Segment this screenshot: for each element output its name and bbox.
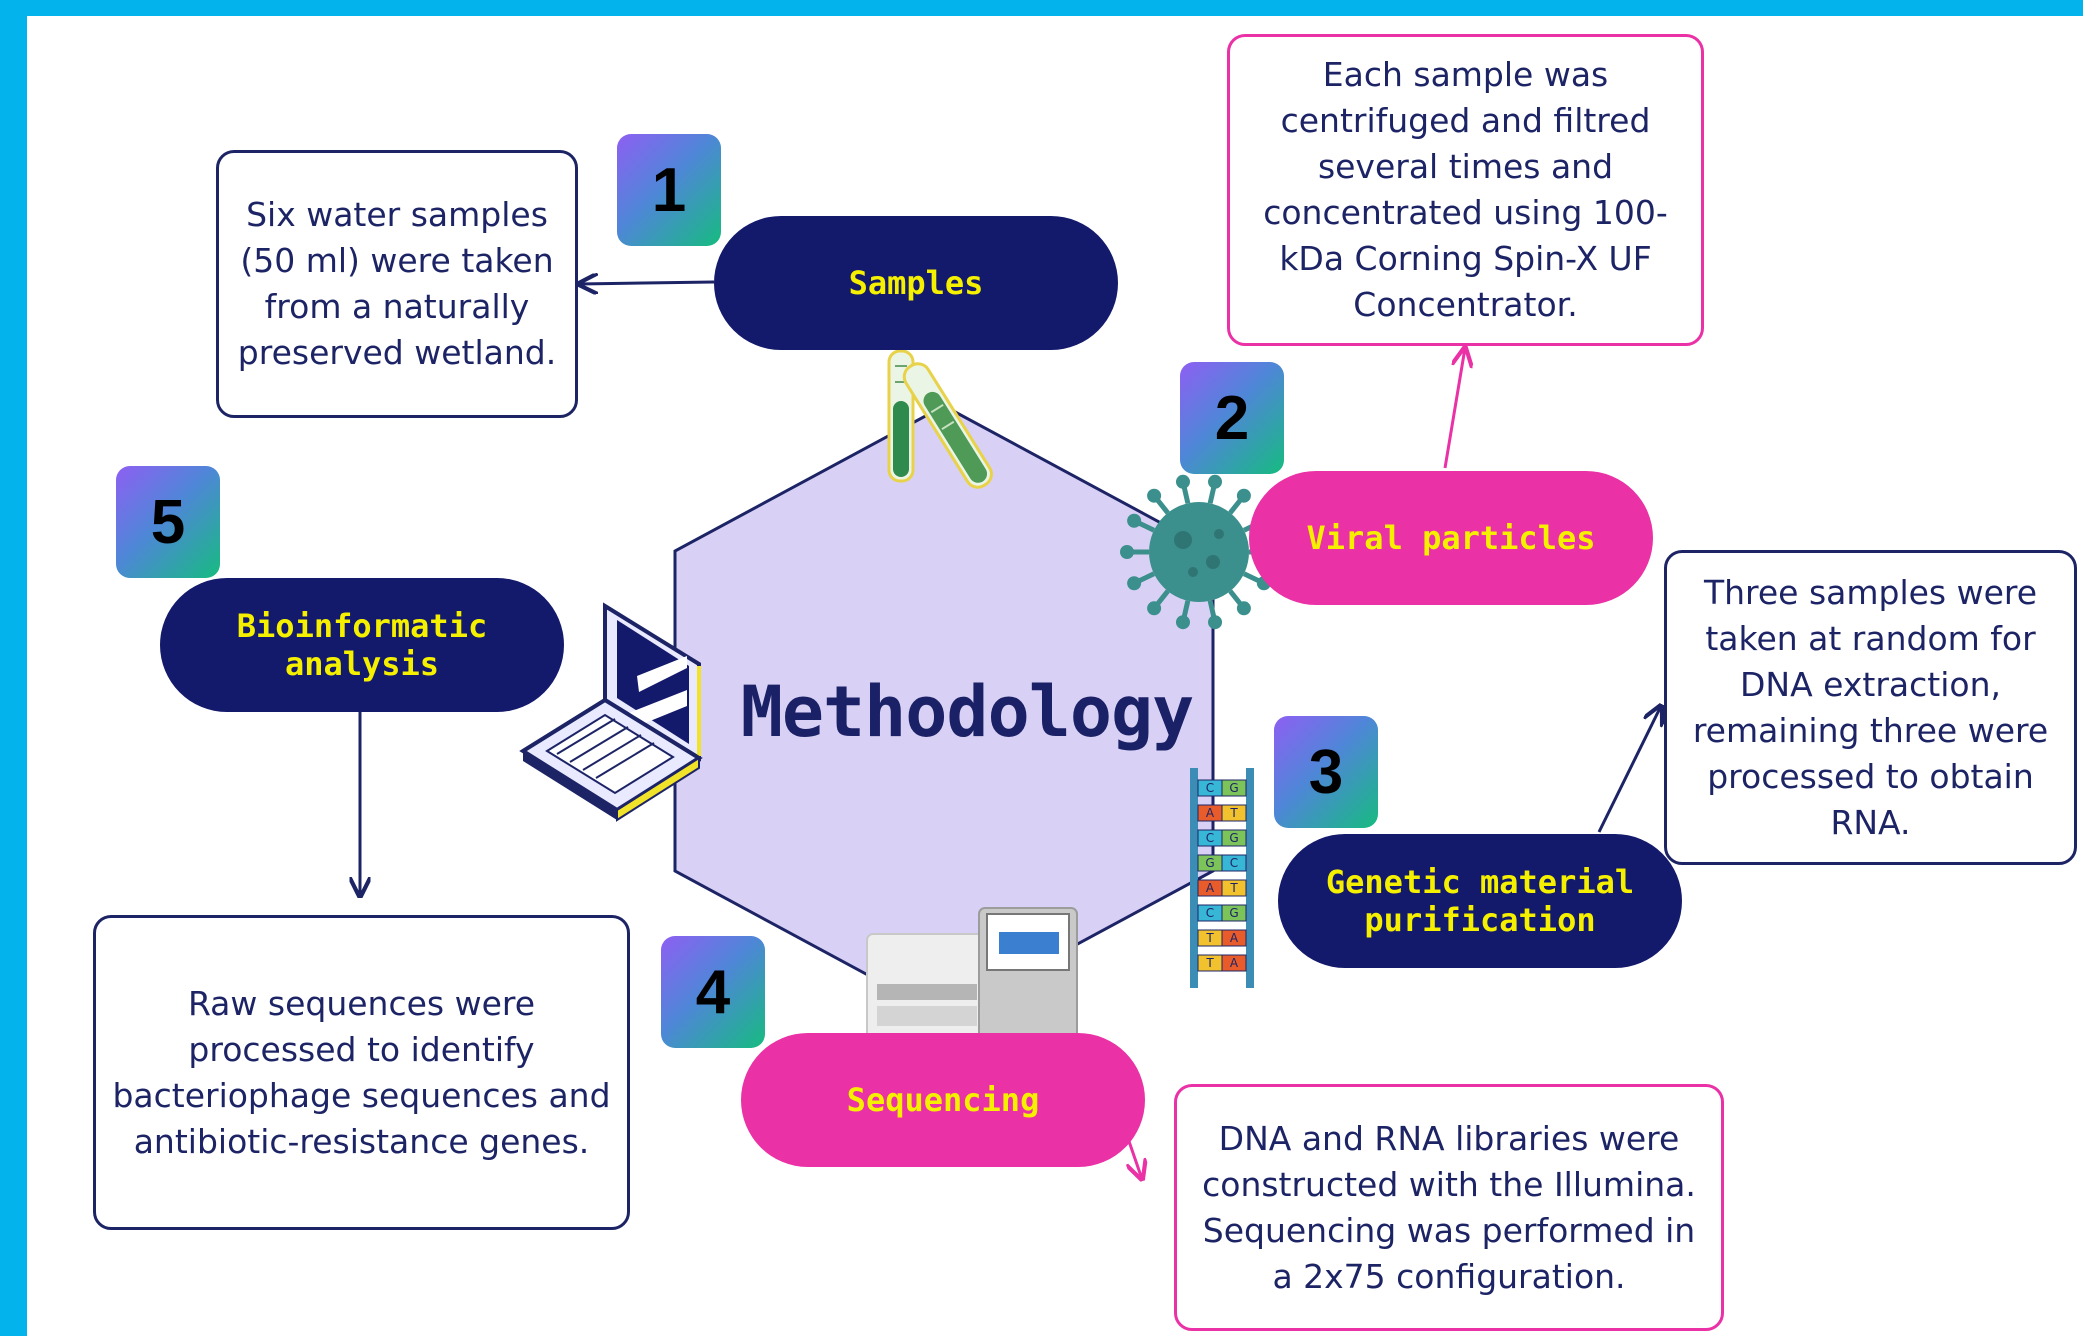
dna-base-right: T: [1229, 806, 1238, 820]
step-1-description: Six water samples (50 ml) were taken fro…: [216, 150, 578, 418]
dna-base-left: T: [1205, 931, 1214, 945]
arrow-viral-to-description: [1443, 348, 1465, 469]
virus-icon: [1120, 474, 1278, 630]
dna-base-left: A: [1206, 806, 1215, 820]
dna-base-left: A: [1206, 881, 1215, 895]
step-5-description: Raw sequences were processed to identify…: [93, 915, 630, 1230]
step-1-label: Samples: [714, 216, 1118, 350]
step-4-description: DNA and RNA libraries were constructed w…: [1174, 1084, 1724, 1331]
dna-base-right: G: [1229, 831, 1238, 845]
sequencer-icon: [866, 907, 1078, 1046]
dna-base-right: T: [1229, 881, 1238, 895]
step-3-badge: 3: [1274, 716, 1378, 828]
test-tubes-icon: [887, 349, 993, 489]
dna-base-right: C: [1230, 856, 1238, 870]
dna-base-right: A: [1230, 956, 1239, 970]
dna-base-right: G: [1229, 781, 1238, 795]
dna-base-left: C: [1206, 781, 1214, 795]
step-3-description: Three samples were taken at random for D…: [1664, 550, 2077, 865]
step-2-badge: 2: [1180, 362, 1284, 474]
step-4-label: Sequencing: [741, 1033, 1145, 1167]
step-5-label: Bioinformatic analysis: [160, 578, 564, 712]
dna-base-right: G: [1229, 906, 1238, 920]
step-2-label: Viral particles: [1249, 471, 1653, 605]
arrow-genetic-to-description: [1597, 706, 1661, 833]
diagram-title: Methodology: [740, 671, 1195, 753]
arrow-samples-to-description: [579, 282, 715, 284]
dna-base-right: A: [1230, 931, 1239, 945]
dna-base-left: C: [1206, 906, 1214, 920]
dna-base-left: G: [1205, 856, 1214, 870]
step-5-badge: 5: [116, 466, 220, 578]
step-1-badge: 1: [617, 134, 721, 246]
step-2-description: Each sample was centrifuged and filtred …: [1227, 34, 1704, 346]
laptop-icon: [519, 602, 703, 822]
dna-base-left: C: [1206, 831, 1214, 845]
step-4-badge: 4: [661, 936, 765, 1048]
step-3-label: Genetic material purification: [1278, 834, 1682, 968]
dna-base-left: T: [1205, 956, 1214, 970]
